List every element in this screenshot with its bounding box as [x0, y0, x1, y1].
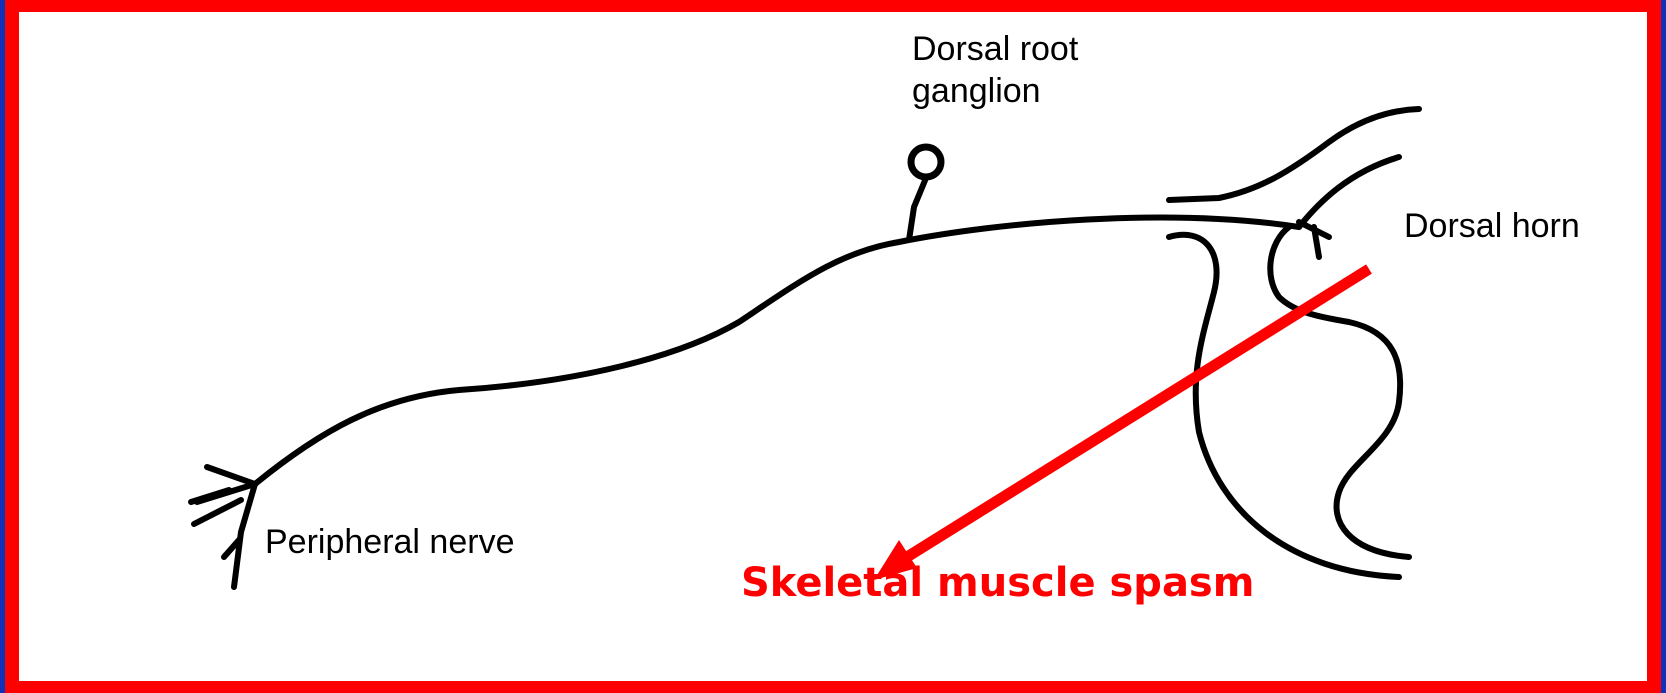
- dorsal-root-ganglion-label-line1: Dorsal root: [912, 28, 1078, 70]
- peripheral-nerve-endings: [191, 467, 255, 587]
- ganglion-stalk: [909, 178, 926, 240]
- dorsal-root-ganglion-label: Dorsal root ganglion: [912, 28, 1078, 112]
- nerve-fiber: [255, 218, 1299, 484]
- spinal-cord-outline: [1169, 109, 1419, 577]
- peripheral-nerve-label: Peripheral nerve: [265, 521, 514, 563]
- diagram-border: Dorsal root ganglion Dorsal horn Periphe…: [5, 0, 1661, 693]
- dorsal-horn-label: Dorsal horn: [1404, 205, 1580, 247]
- diagram-canvas: Dorsal root ganglion Dorsal horn Periphe…: [19, 12, 1647, 681]
- spasm-arrow: [874, 269, 1369, 580]
- dorsal-root-ganglion: [911, 147, 941, 177]
- dorsal-root-ganglion-label-line2: ganglion: [912, 70, 1078, 112]
- skeletal-muscle-spasm-label: Skeletal muscle spasm: [741, 560, 1254, 606]
